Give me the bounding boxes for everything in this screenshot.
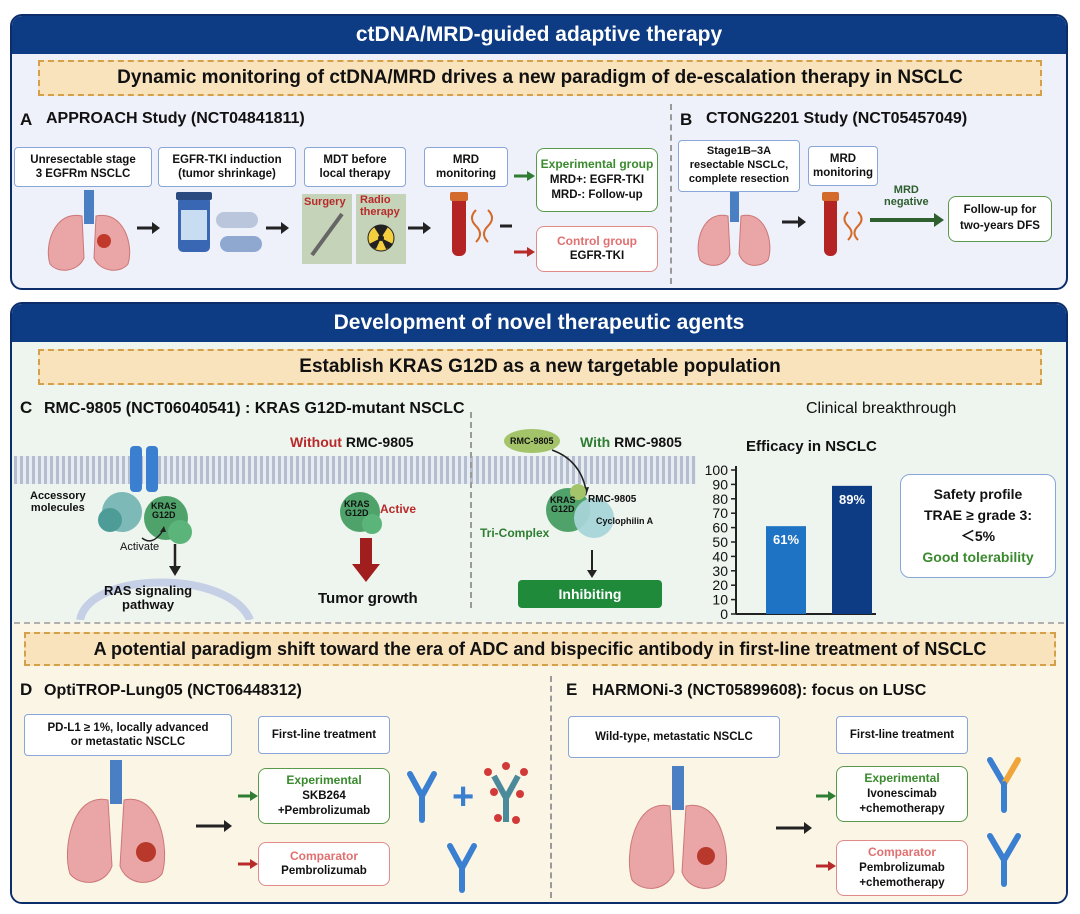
rmc-bind-label: RMC-9805 [588, 494, 637, 505]
kras-label-2: KRAS G12D [344, 499, 370, 519]
letter-a: A [20, 110, 33, 129]
label-radio: Radio therapy [360, 194, 400, 219]
lung-e-icon [629, 766, 727, 889]
tumor-growth-label: Tumor growth [318, 590, 418, 607]
box-pdl1: PD-L1 ≥ 1%, locally advanced or metastat… [24, 714, 232, 756]
box-induction: EGFR-TKI induction (tumor shrinkage) [158, 147, 296, 187]
ras-pathway-label: RAS signaling pathway [104, 583, 193, 613]
pathway-graphics [76, 429, 614, 620]
capsule-icon [216, 212, 262, 252]
bar-value-label: 89% [839, 492, 865, 507]
divider-with-without [470, 412, 472, 608]
y-tick-label: 80 [712, 491, 728, 507]
box-wildtype: Wild-type, metastatic NSCLC [568, 716, 780, 758]
box-stage1b: Stage1B–3A resectable NSCLC, complete re… [678, 140, 800, 192]
box-mdt: MDT before local therapy [304, 147, 406, 187]
letter-b: B [680, 110, 693, 129]
rmc-blob-label: RMC-9805 [510, 436, 554, 446]
activate-label: Activate [120, 541, 160, 553]
lung-b-icon [697, 192, 771, 266]
letter-d: D [20, 680, 33, 699]
dna-icon [471, 209, 493, 243]
comparator-d: Comparator Pembrolizumab [258, 842, 390, 886]
clinical-breakthrough: Clinical breakthrough [806, 400, 957, 417]
banner-kras: Establish KRAS G12D as a new targetable … [38, 349, 1042, 385]
title-a: APPROACH Study (NCT04841811) [46, 110, 305, 127]
diagram-a-graphics [47, 171, 944, 271]
y-tick-label: 30 [712, 563, 728, 579]
box-mrd-a: MRD monitoring [424, 147, 508, 187]
letter-c: C [20, 398, 33, 417]
safety-profile-box: Safety profile TRAE ≥ grade 3: ＜5% Good … [900, 474, 1056, 578]
title-c: RMC-9805 (NCT06040541) : KRAS G12D-mutan… [44, 400, 465, 417]
accessory-label: Accessory molecules [30, 490, 86, 515]
chart-title: Efficacy in NSCLC [746, 438, 877, 455]
y-tick-label: 0 [720, 606, 728, 622]
title-b: CTONG2201 Study (NCT05457049) [706, 110, 968, 127]
divider-c-de [14, 622, 1064, 624]
control-group-a: Control group EGFR-TKI [536, 226, 658, 272]
blood-tube-icon [450, 192, 468, 256]
antibody-icon [407, 771, 477, 893]
bispecific-antibody-icon [987, 757, 1021, 813]
adc-icon [484, 762, 528, 824]
box-firstline-e: First-line treatment [836, 716, 968, 754]
tri-complex-label: Tri-Complex [480, 526, 550, 540]
kras-label-3: KRAS G12D [550, 495, 576, 515]
label-mrd-negative: MRD negative [884, 184, 929, 209]
lung-d-icon [67, 760, 165, 883]
experimental-d: Experimental SKB264 +Pembrolizumab [258, 768, 390, 824]
divider-ab [670, 104, 672, 284]
plus-sign: + [452, 776, 475, 818]
bar-dcr [832, 485, 872, 614]
antibody-e-icon [987, 833, 1021, 887]
active-label: Active [380, 502, 417, 516]
with-label: With RMC-9805 [580, 434, 682, 450]
inhibiting-button: Inhibiting [518, 580, 662, 608]
y-tick-label: 10 [712, 592, 728, 608]
y-tick-label: 100 [705, 462, 729, 478]
box-followup: Follow-up for two-years DFS [948, 196, 1052, 242]
letter-e: E [566, 680, 578, 699]
y-tick-label: 90 [712, 476, 728, 492]
title-e: HARMONi-3 (NCT05899608): focus on LUSC [592, 682, 927, 699]
label-surgery: Surgery [304, 196, 346, 208]
bar-value-label: 61% [773, 532, 799, 547]
y-tick-label: 50 [712, 534, 728, 550]
lung-icon [47, 190, 131, 271]
bar-orr [766, 526, 806, 614]
pill-bottle-icon [176, 192, 212, 252]
y-tick-label: 40 [712, 548, 728, 564]
y-tick-label: 20 [712, 577, 728, 593]
experimental-e: Experimental Ivonescimab +chemotherapy [836, 766, 968, 822]
experimental-group-a: Experimental group MRD+: EGFR-TKI MRD-: … [536, 148, 658, 212]
blood-tube-b-icon [824, 196, 837, 256]
kras-label-1: KRAS G12D [151, 501, 177, 521]
comparator-e: Comparator Pembrolizumab +chemotherapy [836, 840, 968, 896]
cyclophilin-label: Cyclophilin A [596, 516, 654, 526]
y-tick-label: 60 [712, 520, 728, 536]
header-novel: Development of novel therapeutic agents [12, 304, 1066, 342]
banner-mrd: Dynamic monitoring of ctDNA/MRD drives a… [38, 60, 1042, 96]
without-label: Without RMC-9805 [290, 434, 414, 450]
box-unresectable: Unresectable stage 3 EGFRm NSCLC [14, 147, 152, 187]
box-firstline-d: First-line treatment [258, 716, 390, 754]
y-tick-label: 70 [712, 505, 728, 521]
divider-de [550, 676, 552, 898]
box-mrd-b: MRD monitoring [808, 146, 878, 186]
title-d: OptiTROP-Lung05 (NCT06448312) [44, 682, 302, 699]
header-mrd: ctDNA/MRD-guided adaptive therapy [12, 16, 1066, 54]
banner-adc: A potential paradigm shift toward the er… [24, 632, 1056, 666]
surgery-card [302, 194, 352, 264]
